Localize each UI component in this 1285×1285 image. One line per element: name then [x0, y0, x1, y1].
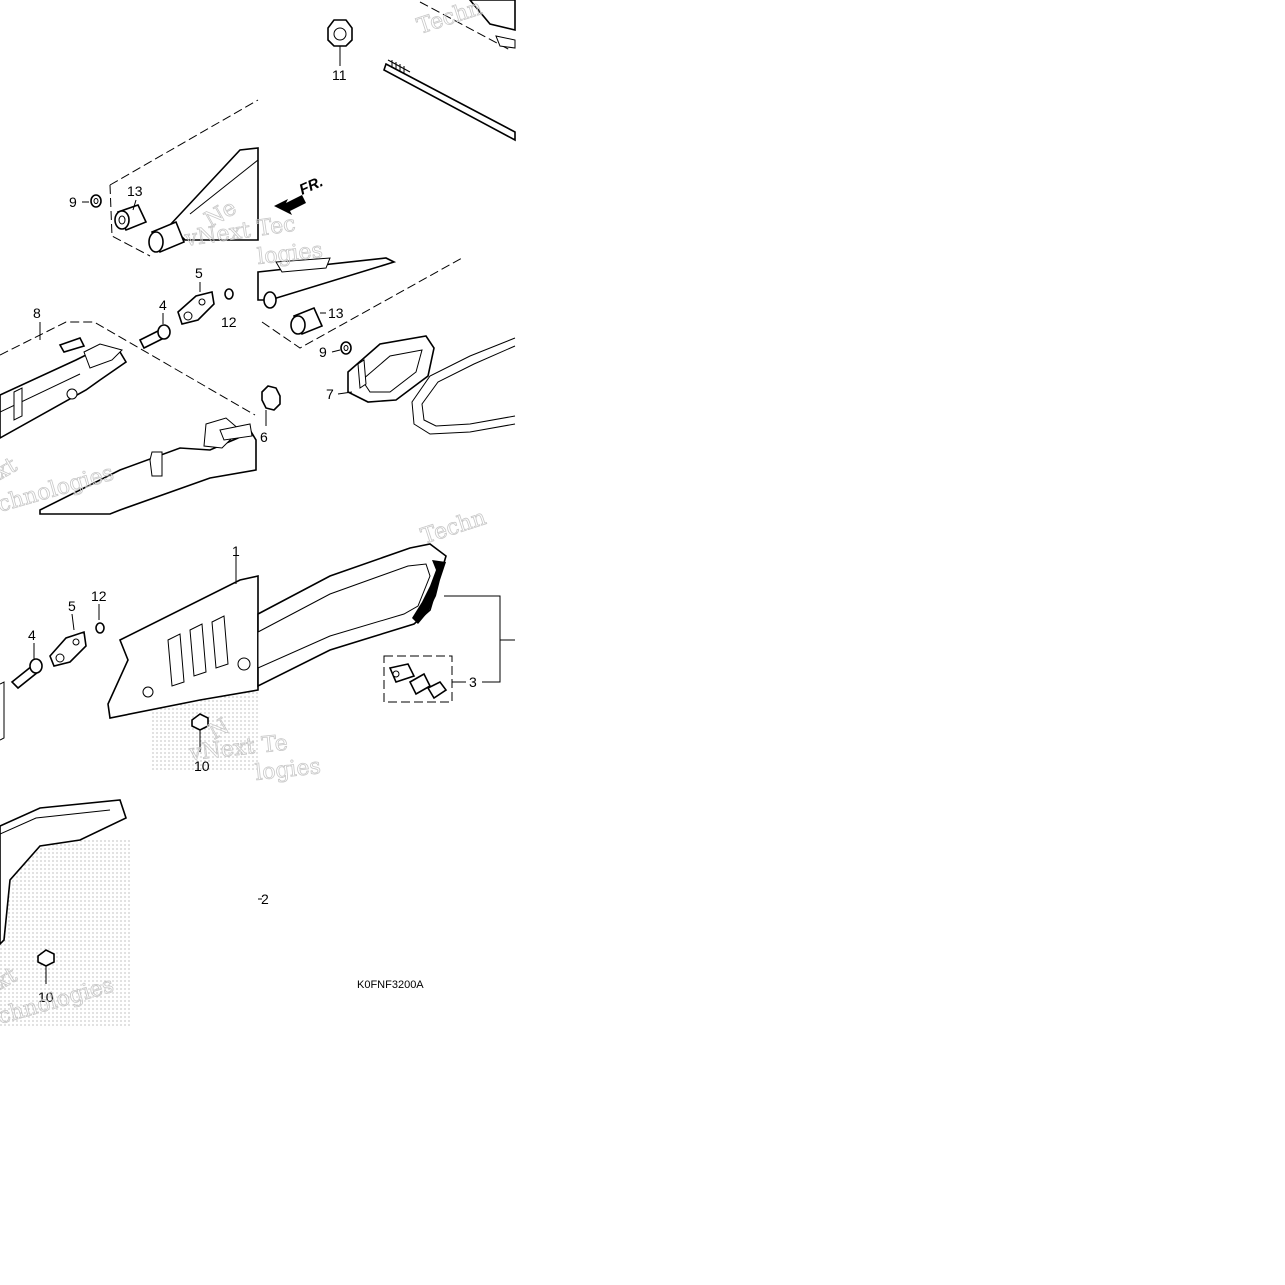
callout-13-mid: 13	[328, 305, 344, 321]
adjusting-bolt-part	[10, 658, 43, 690]
pivot-collar-part	[290, 306, 324, 336]
callout-5-mid: 5	[195, 265, 203, 281]
swingarm-part	[0, 337, 257, 515]
tile-nut-axle: 11 FR. Techn	[274, 0, 516, 215]
callout-10-mid: 10	[194, 758, 210, 774]
callout-10-bottom: 10	[38, 989, 54, 1005]
adjusting-bolt-part	[138, 324, 171, 350]
tile-chain-guard: 2 10 xt chnologies	[0, 799, 269, 1030]
case-bolt-part	[37, 949, 55, 984]
callout-5-low: 5	[68, 598, 76, 614]
watermark-text: Techn	[418, 505, 489, 549]
callout-6: 6	[260, 429, 268, 445]
watermark-text: logies	[254, 754, 322, 786]
chain-case-part	[107, 556, 259, 719]
pivot-tube-part	[148, 220, 186, 254]
tile-swingarm: 8 4 5 12 6 xt chnologies	[0, 265, 281, 518]
callout-13-top: 13	[127, 183, 143, 199]
callout-8: 8	[33, 305, 41, 321]
callout-1: 1	[232, 543, 240, 559]
callout-9-top: 9	[69, 194, 77, 210]
callout-12-low: 12	[91, 588, 107, 604]
washer-part	[340, 341, 352, 355]
case-bolt-part	[191, 713, 209, 752]
chain-adjuster-part	[49, 630, 87, 667]
tile-slider-chain: 13 9 7 logies	[256, 238, 516, 435]
callout-12-mid: 12	[221, 314, 237, 330]
drive-chain-part	[257, 543, 447, 688]
adjuster-washer-part	[224, 288, 234, 300]
drive-chain-loop-part	[411, 337, 516, 435]
pivot-collar-part	[114, 204, 148, 232]
callout-11: 11	[332, 67, 347, 83]
tile-pivot-collar: 9 13 vNext Tec Ne	[69, 99, 297, 257]
chain-joint-part	[388, 663, 448, 700]
callout-2: 2	[261, 891, 269, 907]
watermark-text: xt	[0, 453, 22, 485]
axle-nut-swingarm-part	[261, 385, 281, 411]
axle-shaft-part	[383, 59, 516, 142]
chain-adjuster-part	[177, 291, 215, 325]
tile-drive-chain: 3 Techn logies	[254, 505, 515, 786]
chain-slider-part	[347, 335, 435, 403]
chain-guard-part	[0, 799, 127, 946]
direction-label-fr: FR.	[297, 173, 326, 198]
callout-9-mid: 9	[319, 344, 327, 360]
front-direction-arrow: FR.	[274, 173, 326, 215]
callout-4-mid: 4	[159, 297, 167, 313]
adjuster-washer-part	[95, 622, 105, 634]
axle-nut-part	[327, 19, 353, 47]
callout-7: 7	[326, 386, 334, 402]
tile-chain-case: 1 4 5 12 10 vNext Te N	[0, 543, 289, 774]
figure-code: K0FNF3200A	[357, 979, 424, 991]
watermark-text: Techn	[414, 0, 485, 40]
callout-4-low: 4	[28, 627, 36, 643]
callout-3: 3	[469, 674, 477, 690]
washer-part	[90, 194, 102, 208]
